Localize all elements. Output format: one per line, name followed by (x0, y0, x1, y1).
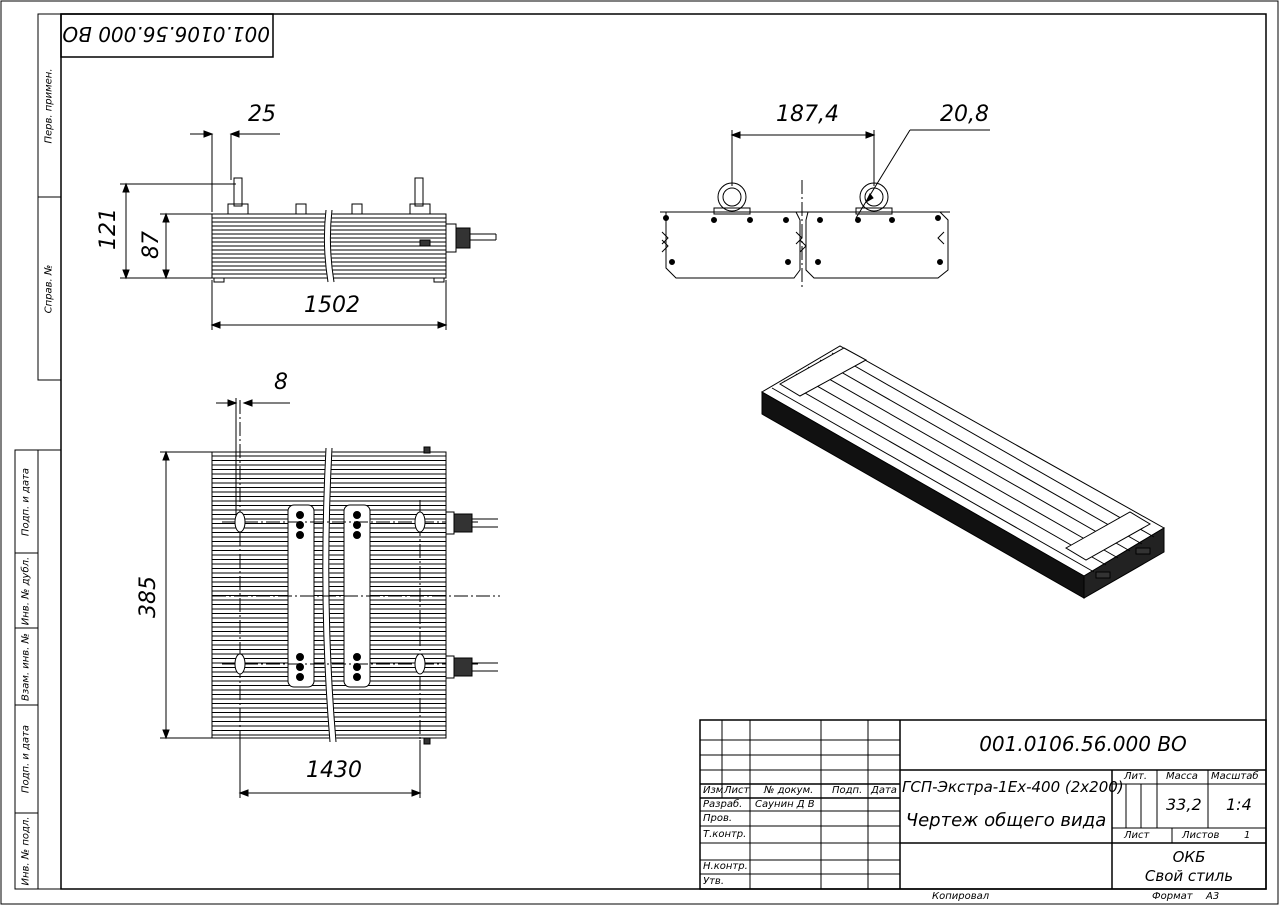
end-view (660, 129, 990, 290)
col-date: Дата (871, 785, 897, 796)
title-designation: 001.0106.56.000 ВО (979, 732, 1187, 756)
product-name: ГСП-Экстра-1Ех-400 (2х200) (902, 778, 1124, 796)
rotated-designation: 001.0106.56.000 ВО (62, 22, 270, 46)
row-tkontr: Т.контр. (703, 829, 747, 840)
copied-label: Копировал (932, 891, 990, 902)
stamp-inv-dubl: Инв. № дубл. (20, 556, 32, 625)
row-prov: Пров. (703, 813, 733, 824)
mass-value: 33,2 (1166, 795, 1202, 814)
dim-1502: 1502 (304, 293, 360, 318)
plan-view (160, 398, 500, 798)
stamp-perv-primen: Перв. примен. (43, 67, 55, 144)
dim-385: 385 (136, 576, 161, 618)
org-line1: ОКБ (1172, 848, 1206, 866)
col-list: Лист (724, 785, 750, 796)
sheet-label: Лист (1124, 830, 1150, 841)
dim-8: 8 (274, 370, 288, 395)
mass-label: Масса (1166, 771, 1198, 782)
left-stamp-column (14, 13, 62, 890)
rotated-designation-box (60, 13, 274, 58)
col-sign: Подп. (832, 785, 863, 796)
scale-value: 1:4 (1226, 795, 1252, 814)
stamp-vzam-inv: Взам. инв. № (20, 632, 32, 701)
scale-label: Масштаб (1211, 771, 1259, 782)
document-name: Чертеж общего вида (905, 810, 1107, 831)
dim-121: 121 (96, 208, 121, 250)
dim-20-8: 20,8 (940, 102, 989, 127)
razrab-name: Саунин Д В (755, 799, 815, 810)
sheets-label: Листов (1182, 830, 1220, 841)
dim-87: 87 (139, 231, 164, 259)
org-line2: Свой стиль (1144, 867, 1234, 885)
lit-label: Лит. (1124, 771, 1148, 782)
sheets-value: 1 (1244, 830, 1251, 841)
col-doc: № докум. (764, 785, 814, 796)
dim-25: 25 (248, 102, 276, 127)
title-block-lines (699, 719, 1267, 890)
stamp-podp-data-2: Подп. и дата (20, 724, 32, 794)
stamp-sprav-nomer: Справ. № (43, 264, 55, 313)
dim-1430: 1430 (306, 758, 362, 783)
row-nkontr: Н.контр. (703, 861, 748, 872)
stamp-inv-podl: Инв. № подл. (20, 816, 32, 886)
isometric-view (761, 345, 1165, 599)
dim-187-4: 187,4 (776, 102, 839, 127)
row-utv: Утв. (703, 876, 724, 887)
format-value: А3 (1206, 891, 1220, 902)
col-izm: Изм (703, 785, 724, 796)
side-view (120, 130, 497, 330)
format-label: Формат (1152, 891, 1193, 902)
row-razrab: Разраб. (703, 799, 743, 810)
stamp-podp-data-1: Подп. и дата (20, 467, 32, 536)
